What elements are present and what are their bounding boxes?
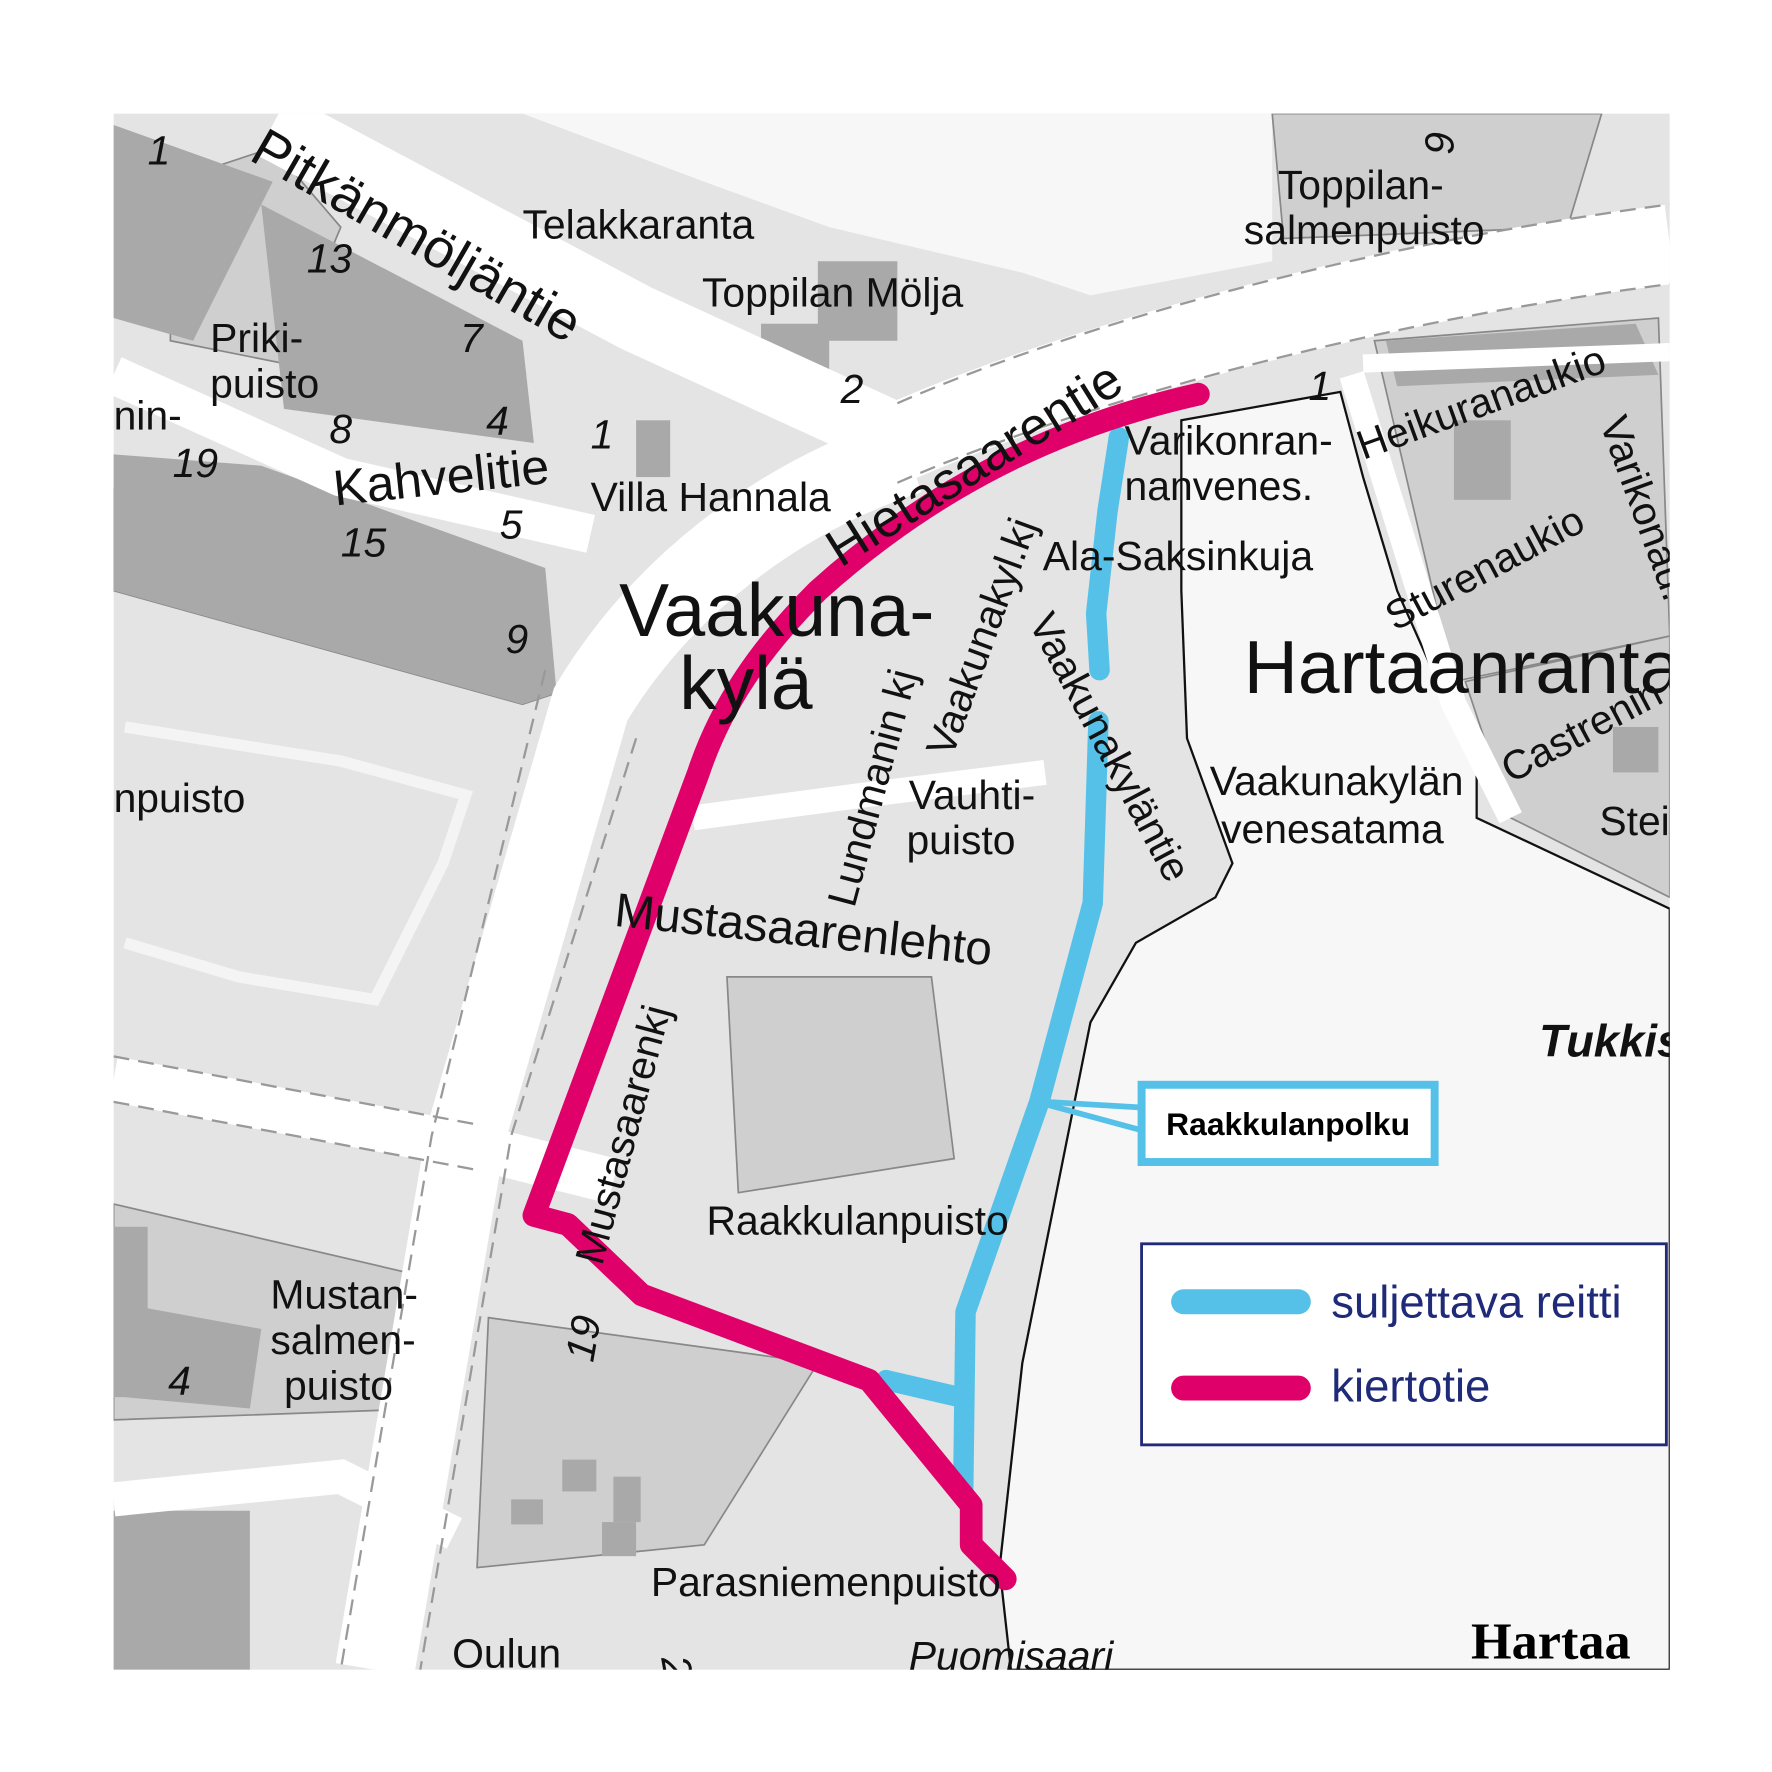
callout-label: Raakkulanpolku	[1166, 1106, 1410, 1142]
label-vauhtipuisto-1: Vauhti-	[909, 772, 1035, 818]
house-number: 6	[1417, 131, 1463, 154]
label-telakkaranta: Telakkaranta	[523, 202, 755, 248]
label-venesatama-1: Vaakunakylän	[1210, 758, 1464, 804]
label-puomisaari: Puomisaari	[909, 1633, 1114, 1679]
label-oulun: Oulun	[452, 1630, 561, 1676]
closed-route-line	[875, 427, 1130, 1499]
label-vaakunakyla-1: Vaakuna-	[619, 568, 934, 652]
house-number: 4	[486, 398, 509, 444]
house-number: 2	[840, 366, 864, 412]
roads	[113, 113, 1670, 1670]
house-number: 13	[307, 236, 353, 282]
house-number: 19	[173, 440, 218, 486]
label-mustansalmenpuisto-1: Mustan-	[270, 1272, 418, 1318]
label-varikonranta-2: nanvenes.	[1125, 463, 1314, 509]
legend-label-detour: kiertotie	[1331, 1361, 1490, 1412]
label-villa-hannala: Villa Hannala	[591, 474, 831, 520]
label-raakkulanpuisto: Raakkulanpuisto	[707, 1198, 1009, 1244]
house-number: 8	[329, 406, 352, 452]
house-number: 9	[505, 616, 528, 662]
label-prikipuisto-2: puisto	[210, 361, 319, 407]
label-venesatama-2: venesatama	[1221, 806, 1444, 852]
label-mustansalmenpuisto-2: salmen-	[270, 1317, 415, 1363]
label-toppilansalmenpuisto-1: Toppilan-	[1278, 162, 1444, 208]
label-parasniemenpuisto: Parasniemenpuisto	[651, 1559, 1001, 1605]
water-north	[522, 113, 1273, 296]
house-number: 15	[341, 520, 387, 566]
house-numbers: 1 13 7 8 4 19 15 5 9 2 1 6 1 4 19 2	[148, 128, 1463, 1670]
park-paths	[123, 721, 474, 1006]
label-prikipuisto-1: Priki-	[210, 315, 303, 361]
legend: suljettava reitti kiertotie	[1140, 1242, 1668, 1447]
house-number: 7	[460, 315, 484, 361]
house-number: 1	[591, 412, 614, 458]
city-blocks	[113, 113, 1670, 1569]
label-vauhtipuisto-2: puisto	[906, 817, 1015, 863]
buildings	[113, 124, 1659, 1670]
house-number: 4	[168, 1358, 191, 1404]
label-hartaa: Hartaa	[1471, 1612, 1631, 1670]
label-nin: nin-	[114, 392, 182, 438]
label-tukkis: Tukkis	[1539, 1015, 1682, 1066]
legend-label-closed-route: suljettava reitti	[1331, 1277, 1621, 1328]
label-mustansalmenpuisto-3: puisto	[284, 1362, 393, 1408]
house-number: 1	[148, 128, 171, 174]
label-stei: Stei	[1599, 798, 1669, 844]
label-varikonranta-1: Varikonran-	[1125, 417, 1333, 463]
label-hartaanranta: Hartaanranta	[1244, 625, 1682, 709]
house-number: 19	[557, 1312, 610, 1365]
house-number: 1	[1309, 363, 1332, 409]
map-canvas: Pitkänmöljäntie Telakkaranta Toppilan Mö…	[113, 113, 1682, 1679]
house-number: 5	[500, 501, 523, 547]
label-ala-saksinkuja: Ala-Saksinkuja	[1043, 533, 1314, 579]
label-toppilansalmenpuisto-2: salmenpuisto	[1244, 207, 1485, 253]
label-toppilan-molja: Toppilan Mölja	[702, 270, 964, 316]
detour-route-line	[522, 382, 1210, 1591]
raakkulanpolku-callout: Raakkulanpolku	[1044, 1080, 1439, 1166]
road-edges	[113, 203, 1670, 1670]
label-vaakunakyla-2: kylä	[679, 641, 813, 725]
label-npuisto: npuisto	[114, 775, 246, 821]
